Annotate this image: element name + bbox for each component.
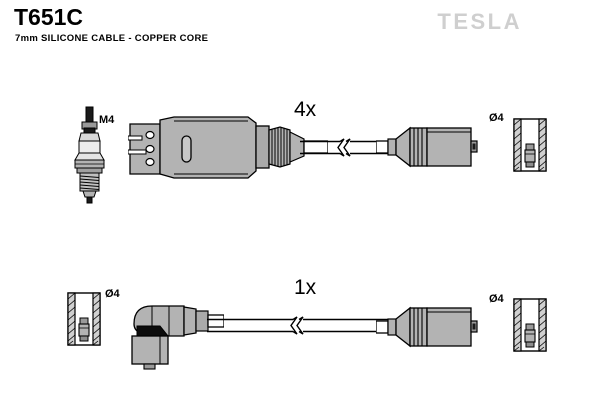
lower-right-terminal-cross-section (512, 296, 548, 354)
lower-left-terminal-cross-section (66, 290, 102, 348)
spark-plug-boot (376, 120, 481, 176)
part-description: 7mm SILICONE CABLE - COPPER CORE (15, 33, 209, 44)
distributor-cap-connector-boot (128, 112, 328, 184)
coil-connector-right-angle-boot (124, 298, 224, 370)
lower-left-terminal-diameter-label: Ø4 (105, 288, 120, 300)
spark-plug-thread-label: M4 (99, 114, 115, 126)
lower-cable (207, 315, 392, 337)
lower-right-terminal-diameter-label: Ø4 (489, 293, 504, 305)
upper-terminal-diameter-label: Ø4 (489, 112, 504, 124)
brand-logo: TESLA (437, 9, 522, 34)
lower-assembly-quantity-label: 1x (294, 276, 317, 299)
page-title: T651C (14, 4, 84, 30)
upper-terminal-cross-section (512, 116, 548, 174)
spark-plug-reference (60, 105, 130, 205)
upper-assembly-quantity-label: 4x (294, 98, 317, 121)
coil-tower-boot (376, 300, 481, 356)
